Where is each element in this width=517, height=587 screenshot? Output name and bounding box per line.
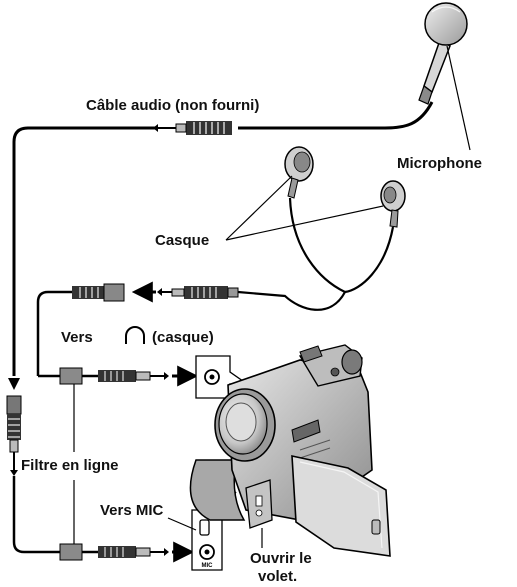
open-cover-label-line2: volet. — [258, 568, 298, 585]
mic-pointer-line — [167, 517, 197, 531]
open-cover-label-line1: Ouvrir le — [250, 550, 312, 567]
microphone-icon — [418, 2, 471, 151]
camcorder-icon — [189, 344, 391, 557]
audio-cable-label: Câble audio (non fourni) — [86, 97, 260, 114]
left-cable-plug — [6, 395, 22, 476]
headphone-icon — [125, 326, 145, 344]
to-headphones-label-suffix: (casque) — [152, 329, 214, 346]
audio-cable — [12, 101, 434, 376]
audio-cable-plug — [153, 121, 232, 135]
headphones-label: Casque — [155, 232, 210, 249]
headphone-plug — [157, 286, 239, 299]
inline-filter-label: Filtre en ligne — [21, 457, 119, 474]
microphone-label: Microphone — [397, 155, 482, 172]
mic-jack-marking: MIC — [202, 563, 214, 569]
mic-filter-cable — [12, 476, 195, 563]
headphones-icon — [225, 146, 406, 311]
to-headphones-label-prefix: Vers — [61, 329, 93, 346]
cable-arrow-down — [8, 378, 20, 390]
adapter-socket — [36, 283, 125, 376]
headphone-filter-cable — [38, 365, 199, 387]
to-mic-label: Vers MIC — [100, 502, 164, 519]
